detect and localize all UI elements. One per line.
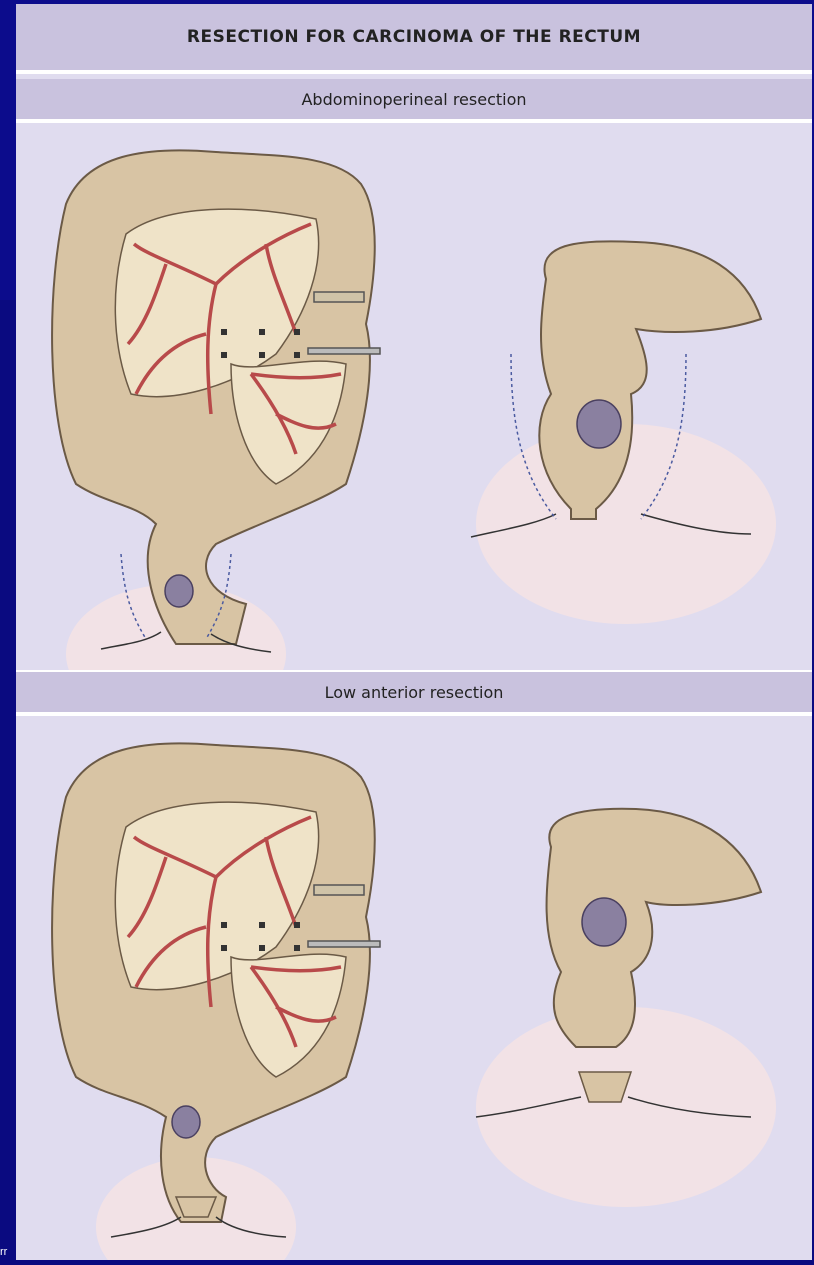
tumor-large <box>582 898 626 946</box>
lower-clamp <box>308 941 380 947</box>
upper-clamp <box>314 292 364 302</box>
figure-title-bar: RESECTION FOR CARCINOMA OF THE RECTUM <box>16 4 812 74</box>
tumor-large <box>577 400 621 448</box>
section-header-abdominoperineal: Abdominoperineal resection <box>16 79 812 123</box>
upper-clamp <box>314 885 364 895</box>
panel-low-anterior <box>16 717 812 1260</box>
section-label: Abdominoperineal resection <box>301 90 526 109</box>
section-label: Low anterior resection <box>325 683 504 702</box>
tumor-small <box>172 1106 200 1138</box>
footer-partial-text: rr <box>0 1246 7 1258</box>
tumor-small <box>165 575 193 607</box>
section-header-low-anterior: Low anterior resection <box>16 672 812 716</box>
colon-illustration <box>52 743 380 1222</box>
rectal-stump-small <box>176 1197 216 1217</box>
abdominoperineal-illustration <box>16 124 812 670</box>
colon-illustration <box>52 150 380 644</box>
rectal-stump-large <box>579 1072 631 1102</box>
low-anterior-illustration <box>16 717 812 1260</box>
lower-clamp <box>308 348 380 354</box>
medical-figure: RESECTION FOR CARCINOMA OF THE RECTUM Ab… <box>16 4 812 1260</box>
figure-title: RESECTION FOR CARCINOMA OF THE RECTUM <box>187 27 641 47</box>
panel-abdominoperineal <box>16 124 812 670</box>
